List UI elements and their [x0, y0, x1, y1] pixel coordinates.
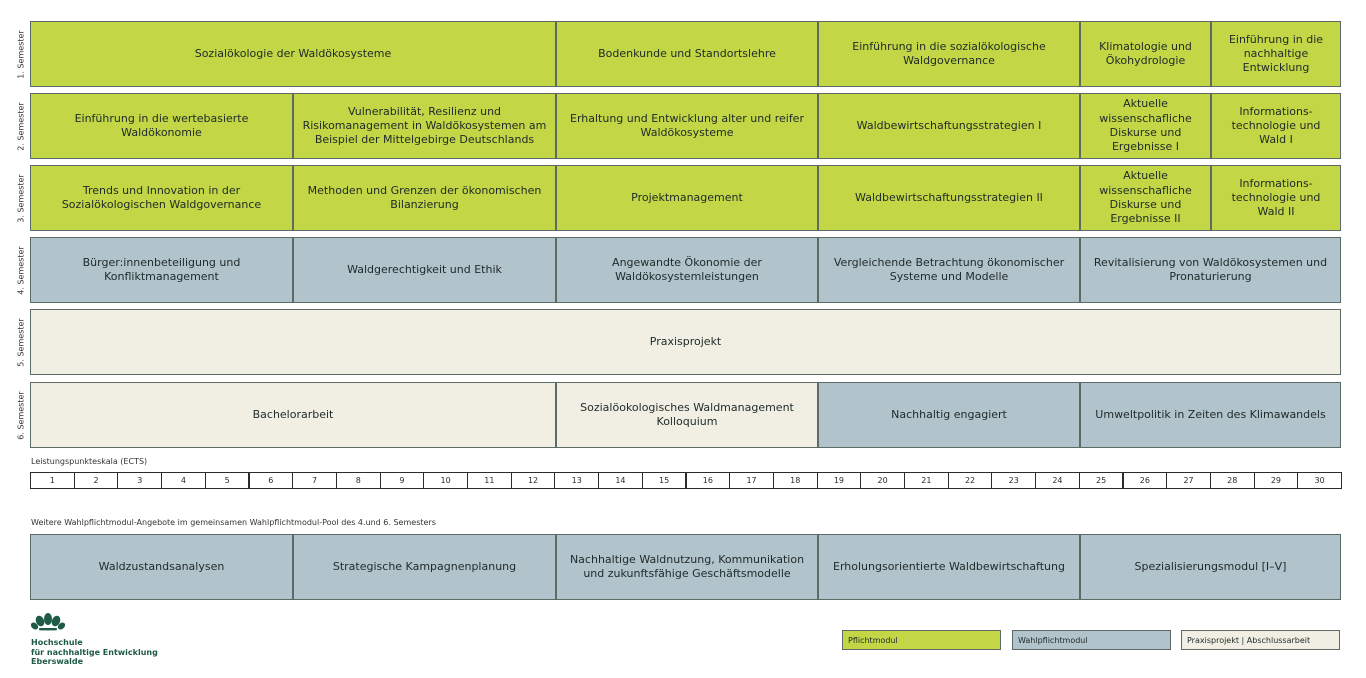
- module-cell[interactable]: Strategische Kampagnenplanung: [293, 534, 556, 600]
- module-cell[interactable]: Einführung in die sozialökologische Wald…: [818, 21, 1080, 87]
- module-cell[interactable]: Sozialöokologisches Waldmanagement Kollo…: [556, 382, 818, 448]
- university-logo-icon: [30, 613, 66, 631]
- logo-line-1: Hochschule: [31, 638, 83, 647]
- ects-scale-title: Leistungspunkteskala (ECTS): [31, 457, 148, 466]
- module-cell[interactable]: Vulnerabilität, Resilienz und Risikomana…: [293, 93, 556, 159]
- ects-cell: 19: [816, 472, 862, 489]
- module-cell[interactable]: Waldbewirtschaftungsstrategien II: [818, 165, 1080, 231]
- ects-cell: 1: [30, 472, 75, 489]
- pool-row: Waldzustandsanalysen Strategische Kampag…: [30, 534, 1341, 600]
- module-cell[interactable]: Informations-technologie und Wald I: [1211, 93, 1341, 159]
- ects-cell: 22: [947, 472, 993, 489]
- ects-cell: 5: [204, 472, 250, 489]
- ects-cell: 28: [1209, 472, 1255, 489]
- module-cell[interactable]: Einführung in die nachhaltige Entwicklun…: [1211, 21, 1341, 87]
- module-cell[interactable]: Einführung in die wertebasierte Waldökon…: [30, 93, 293, 159]
- module-cell[interactable]: Klimatologie und Ökohydrologie: [1080, 21, 1211, 87]
- semester-label-6: 6. Semester: [16, 390, 26, 440]
- module-cell[interactable]: Sozialökologie der Waldökosysteme: [30, 21, 556, 87]
- ects-cell: 15: [641, 472, 687, 489]
- module-cell[interactable]: Bürger:innenbeteiligung und Konfliktmana…: [30, 237, 293, 303]
- semester-row-3: Trends und Innovation in der Sozialökolo…: [30, 165, 1341, 231]
- ects-cell: 8: [335, 472, 381, 489]
- logo-line-2: für nachhaltige Entwicklung: [31, 647, 158, 657]
- ects-cell: 12: [510, 472, 556, 489]
- module-cell[interactable]: Erholungsorientierte Waldbewirtschaftung: [818, 534, 1080, 600]
- module-cell[interactable]: Erhaltung und Entwicklung alter und reif…: [556, 93, 818, 159]
- ects-cell: 23: [991, 472, 1037, 489]
- logo-line-3: Eberswalde: [31, 657, 84, 667]
- legend-praxisprojekt: Praxisprojekt | Abschlussarbeit: [1181, 630, 1340, 650]
- ects-cell: 3: [117, 472, 163, 489]
- semester-label-4: 4. Semester: [16, 245, 26, 295]
- module-cell[interactable]: Aktuelle wissenschafliche Diskurse und E…: [1080, 165, 1211, 231]
- university-logo: Hochschule für nachhaltige Entwicklung E…: [30, 612, 158, 667]
- module-cell[interactable]: Bachelorarbeit: [30, 382, 556, 448]
- ects-cell: 18: [772, 472, 818, 489]
- ects-cell: 29: [1253, 472, 1299, 489]
- ects-cell: 10: [423, 472, 468, 489]
- ects-cell: 16: [685, 472, 731, 489]
- semester-row-2: Einführung in die wertebasierte Waldökon…: [30, 93, 1341, 159]
- ects-cell: 27: [1166, 472, 1211, 489]
- ects-cell: 2: [73, 472, 119, 489]
- semester-label-5: 5. Semester: [16, 317, 26, 367]
- module-cell[interactable]: Nachhaltige Waldnutzung, Kommunikation u…: [556, 534, 818, 600]
- module-cell[interactable]: Aktuelle wissenschafliche Diskurse und E…: [1080, 93, 1211, 159]
- module-cell[interactable]: Waldgerechtigkeit und Ethik: [293, 237, 556, 303]
- module-cell[interactable]: Nachhaltig engagiert: [818, 382, 1080, 448]
- module-cell[interactable]: Methoden und Grenzen der ökonomischen Bi…: [293, 165, 556, 231]
- module-cell[interactable]: Praxisprojekt: [30, 309, 1341, 375]
- module-cell[interactable]: Revitalisierung von Waldökosystemen und …: [1080, 237, 1341, 303]
- ects-cell: 17: [729, 472, 774, 489]
- ects-cell: 11: [467, 472, 512, 489]
- module-cell[interactable]: Projektmanagement: [556, 165, 818, 231]
- module-cell[interactable]: Vergleichende Betrachtung ökonomischer S…: [818, 237, 1080, 303]
- ects-cell: 20: [860, 472, 905, 489]
- ects-cell: 9: [379, 472, 425, 489]
- ects-cell: 6: [248, 472, 294, 489]
- semester-row-1: Sozialökologie der Waldökosysteme Bodenk…: [30, 21, 1341, 87]
- ects-cell: 24: [1035, 472, 1080, 489]
- legend-pflichtmodul: Pflichtmodul: [842, 630, 1001, 650]
- semester-label-3: 3. Semester: [16, 173, 26, 223]
- ects-cell: 13: [554, 472, 600, 489]
- semester-row-6: Bachelorarbeit Sozialöokologisches Waldm…: [30, 382, 1341, 448]
- module-cell[interactable]: Informations-technologie und Wald II: [1211, 165, 1341, 231]
- semester-row-4: Bürger:innenbeteiligung und Konfliktmana…: [30, 237, 1341, 303]
- ects-cell: 25: [1078, 472, 1124, 489]
- semester-row-5: Praxisprojekt: [30, 309, 1341, 375]
- module-cell[interactable]: Waldbewirtschaftungsstrategien I: [818, 93, 1080, 159]
- ects-cell: 14: [598, 472, 643, 489]
- module-cell[interactable]: Trends und Innovation in der Sozialökolo…: [30, 165, 293, 231]
- ects-cell: 21: [904, 472, 949, 489]
- ects-cell: 30: [1297, 472, 1342, 489]
- ects-cell: 4: [161, 472, 206, 489]
- module-cell[interactable]: Spezialisierungsmodul [I–V]: [1080, 534, 1341, 600]
- module-cell[interactable]: Bodenkunde und Standortslehre: [556, 21, 818, 87]
- semester-label-1: 1. Semester: [16, 29, 26, 79]
- module-cell[interactable]: Umweltpolitik in Zeiten des Klimawandels: [1080, 382, 1341, 448]
- legend-wahlpflichtmodul: Wahlpflichtmodul: [1012, 630, 1171, 650]
- module-cell[interactable]: Angewandte Ökonomie der Waldökosystemlei…: [556, 237, 818, 303]
- module-cell[interactable]: Waldzustandsanalysen: [30, 534, 293, 600]
- ects-cell: 26: [1122, 472, 1168, 489]
- pool-title: Weitere Wahlpflichtmodul-Angebote im gem…: [31, 518, 436, 527]
- semester-label-2: 2. Semester: [16, 101, 26, 151]
- ects-cell: 7: [292, 472, 337, 489]
